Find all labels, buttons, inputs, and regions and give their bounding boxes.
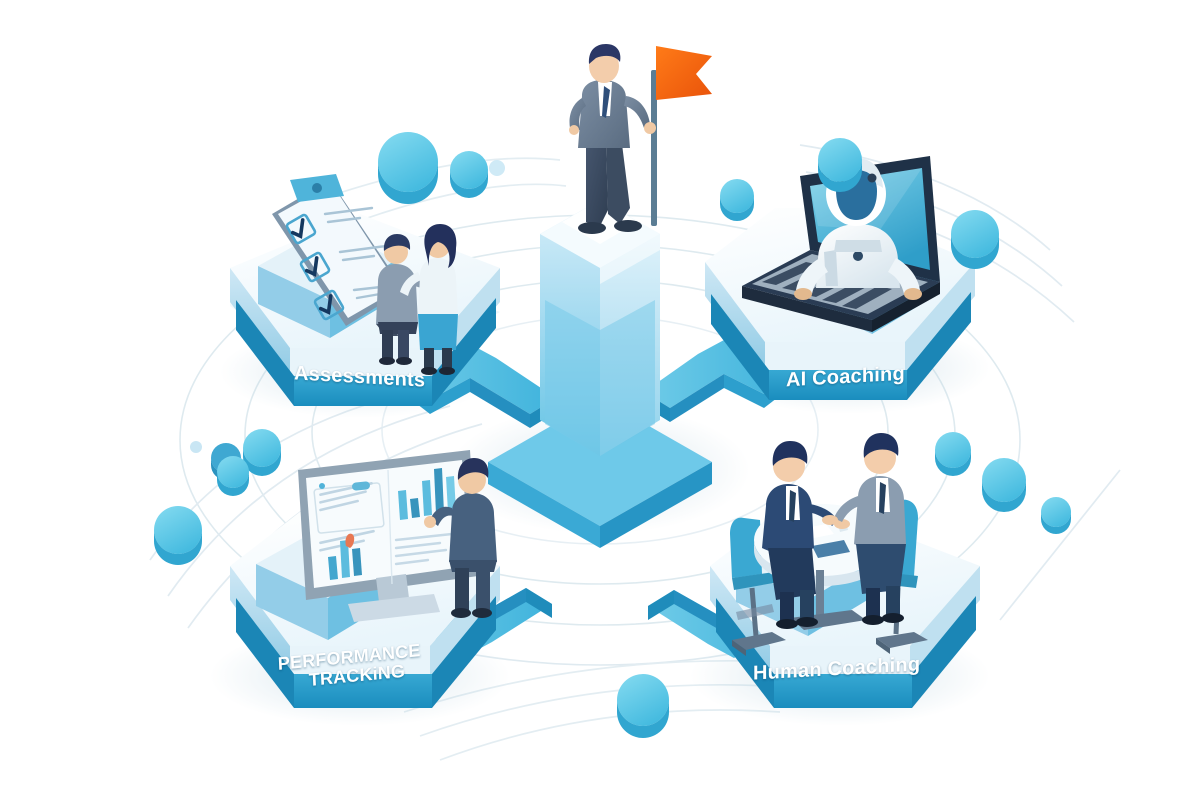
label-band-ai-coaching (769, 370, 907, 400)
orb (243, 429, 281, 476)
orb (818, 138, 862, 192)
orbit-arcs-top (329, 157, 567, 227)
orb (489, 160, 505, 176)
label-band-human-coaching (774, 674, 912, 708)
flag-icon (656, 46, 712, 100)
human-coaching-person-right (822, 433, 906, 625)
center-podium (540, 200, 660, 456)
flag-pole (651, 70, 657, 226)
orb (450, 151, 488, 198)
orb (378, 132, 438, 204)
orb (217, 456, 249, 496)
orb (935, 432, 971, 476)
podium-figure-with-flag (569, 44, 712, 234)
clipboard-checklist-icon (272, 174, 404, 326)
human-coaching-scene (730, 433, 928, 656)
orb (617, 674, 669, 738)
performance-person (424, 458, 497, 618)
floating-orbs (154, 132, 1071, 738)
label-band-right (432, 298, 496, 406)
performance-tracking-scene (298, 450, 497, 622)
orb (720, 179, 754, 221)
assessments-person-woman (400, 224, 458, 375)
orb (982, 458, 1026, 512)
monitor-bar-chart-right (398, 468, 456, 520)
center-base-slab (488, 398, 712, 548)
label-band-left (236, 300, 294, 406)
orb (154, 506, 202, 565)
monitor-bar-chart-left (328, 533, 362, 580)
orb (190, 441, 202, 453)
assessments-scene (272, 174, 458, 375)
label-band-assessments (294, 376, 432, 406)
human-coaching-person-left (762, 441, 850, 629)
label-band-performance-tracking (294, 674, 432, 708)
orb (1041, 497, 1071, 534)
orb (951, 210, 999, 269)
